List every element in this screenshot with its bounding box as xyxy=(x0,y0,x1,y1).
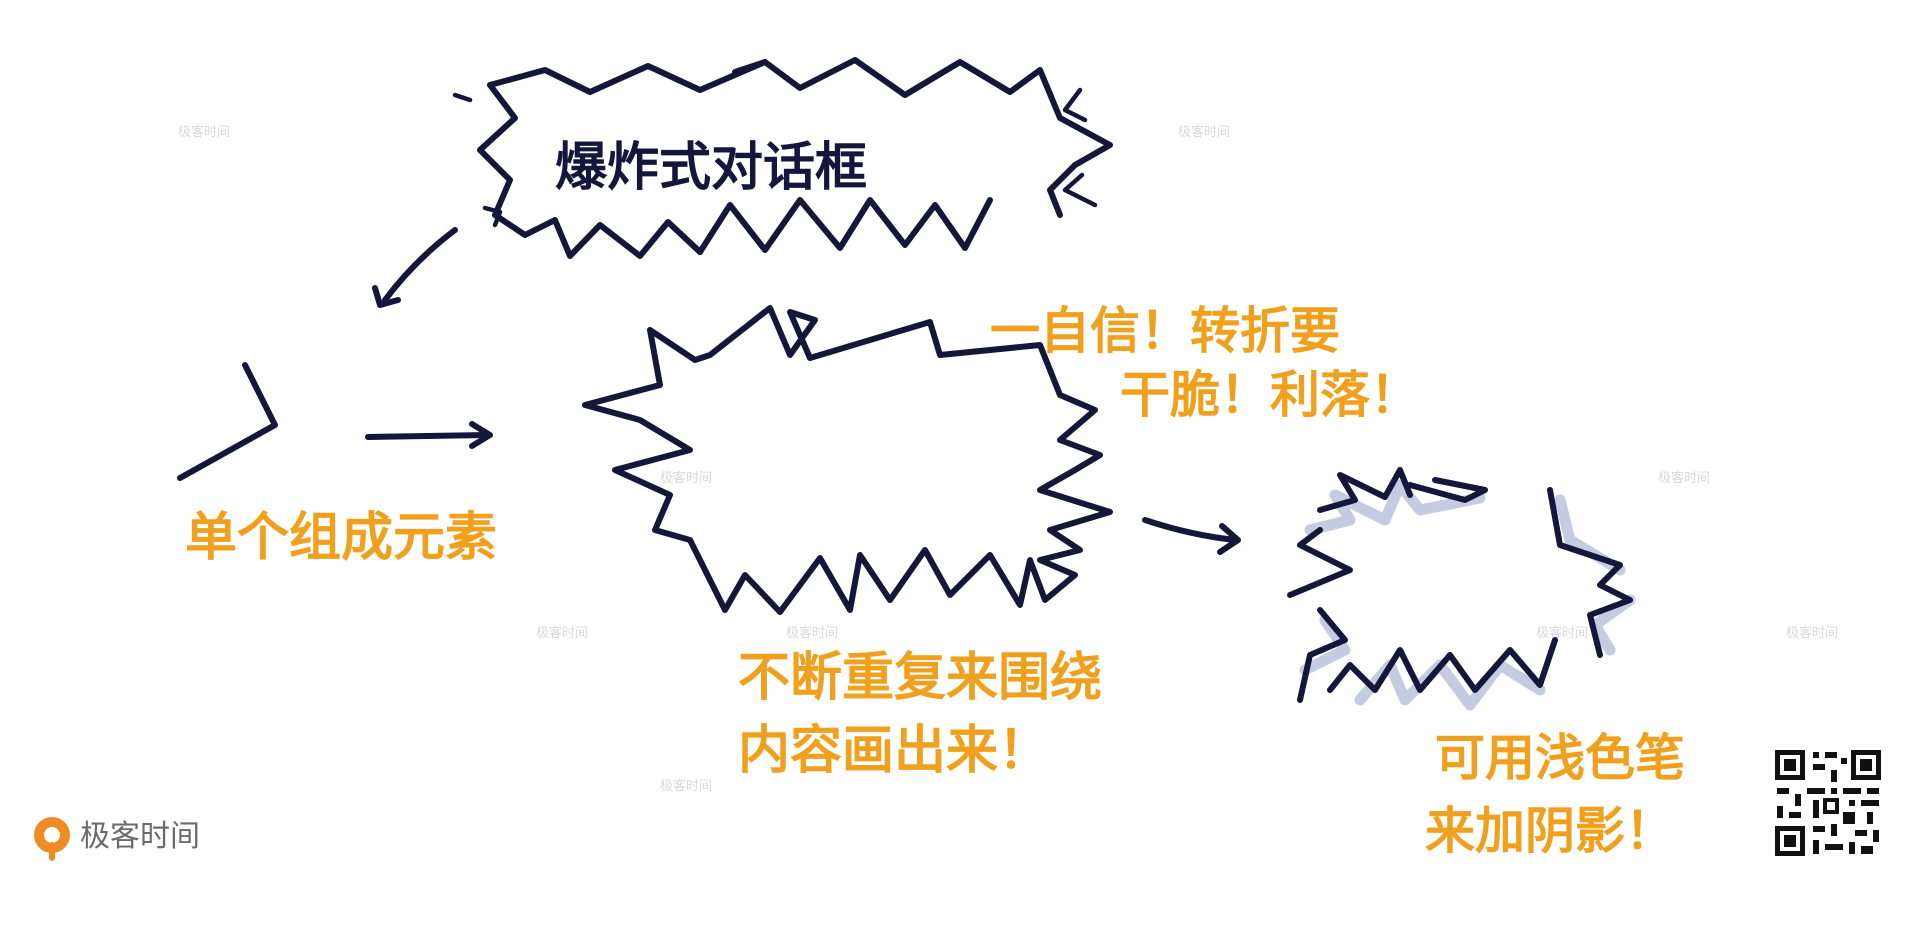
brand-logo: 极客时间 xyxy=(34,817,200,861)
watermark: 极客时间 xyxy=(786,625,838,641)
title-bubble-text: 爆炸式对话框 xyxy=(555,138,867,198)
middle-explosion-bubble xyxy=(582,305,1113,615)
brand-name: 极客时间 xyxy=(80,819,200,854)
arrow-icon xyxy=(365,421,493,449)
watermark: 极客时间 xyxy=(1658,470,1710,486)
tip-shadow-line2: 来加阴影！ xyxy=(1425,802,1675,860)
qr-code-icon xyxy=(1773,748,1883,858)
single-element-label: 单个组成元素 xyxy=(185,508,497,568)
watermark-layer: 极客时间 极客时间 极客时间 极客时间 极客时间 极客时间 极客时间 极客时间 … xyxy=(178,124,1838,794)
tip-repeat-line2: 内容画出来！ xyxy=(738,721,1050,781)
shadowed-explosion-bubble xyxy=(1287,467,1636,711)
watermark: 极客时间 xyxy=(1536,625,1588,641)
tip-shadow-line1: 可用浅色笔 xyxy=(1435,729,1685,787)
watermark: 极客时间 xyxy=(536,625,588,641)
single-element-shape xyxy=(177,362,278,481)
title-explosion-bubble: 爆炸式对话框 xyxy=(452,57,1113,259)
tip-confident-line2: 干脆！利落！ xyxy=(1120,366,1420,424)
watermark: 极客时间 xyxy=(660,470,712,486)
arrow-icon xyxy=(372,227,458,308)
brand-logo-icon xyxy=(34,817,70,861)
watermark: 极客时间 xyxy=(1178,124,1230,140)
arrow-icon xyxy=(1142,517,1241,555)
watermark: 极客时间 xyxy=(1786,625,1838,641)
tip-repeat-line1: 不断重复来围绕 xyxy=(738,648,1102,708)
watermark: 极客时间 xyxy=(660,778,712,794)
tip-confident-line1: 一自信！转折要 xyxy=(990,302,1340,360)
watermark: 极客时间 xyxy=(178,124,230,140)
